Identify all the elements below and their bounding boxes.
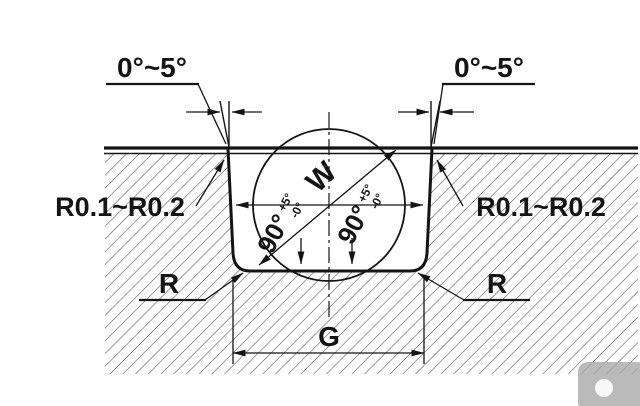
watermark — [578, 362, 640, 406]
left-wall-angle-text: 90° — [251, 209, 296, 258]
bottom-radius-left-leader — [204, 272, 244, 301]
material-hatch-section — [105, 153, 638, 374]
edge-radius-right-leader — [436, 159, 464, 207]
groove-outline — [226, 148, 434, 273]
draft-angle-right-ref-slant — [430, 100, 441, 148]
draft-angle-right-leader — [433, 83, 444, 145]
groove-width-label: G — [318, 321, 340, 352]
seal-width-dimension-line — [258, 149, 397, 266]
watermark-camera-icon — [595, 379, 613, 397]
right-wall-angle-label: 90° +5° -0° — [331, 182, 387, 249]
draft-angle-right-label: 0°~5° — [454, 52, 524, 83]
seal-width-text: W — [300, 155, 344, 199]
right-wall-angle-tol-lower: -0° — [367, 191, 387, 211]
bottom-radius-right-label: R — [487, 268, 507, 299]
draft-angle-left-leader — [197, 83, 227, 145]
draft-angle-left-ref-slant — [219, 100, 230, 148]
left-wall-angle-tol-lower: -0° — [287, 200, 307, 220]
seal-width-label: W — [300, 155, 344, 199]
edge-radius-right-label: R0.1~R0.2 — [476, 192, 606, 222]
edge-radius-left-leader — [195, 159, 225, 207]
edge-radius-left-label: R0.1~R0.2 — [55, 192, 185, 222]
draft-angle-left-label: 0°~5° — [117, 52, 187, 83]
bottom-radius-right-leader — [417, 272, 465, 301]
bottom-radius-left-label: R — [159, 268, 179, 299]
left-wall-angle-label: 90° +5° -0° — [251, 191, 307, 258]
right-wall-angle-text: 90° — [331, 200, 376, 249]
